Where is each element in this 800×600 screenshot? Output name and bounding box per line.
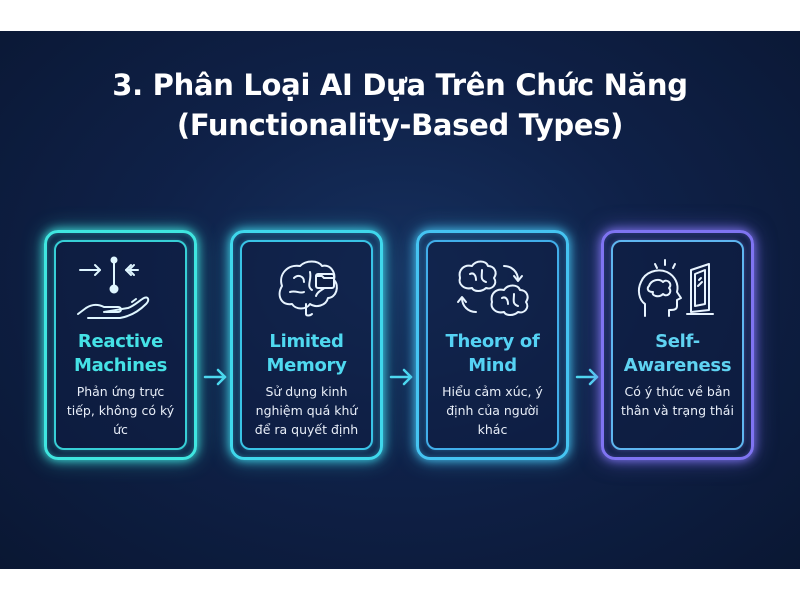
card-title-line: Self- — [655, 331, 700, 352]
card-outer-border — [230, 230, 383, 460]
card-desc-line: để ra quyết định — [254, 422, 359, 437]
card-title-line: Awareness — [623, 355, 732, 376]
card-outer-border — [601, 230, 754, 460]
infographic-panel: 3. Phân Loại AI Dựa Trên Chức Năng (Func… — [0, 31, 800, 569]
card-inner-border — [426, 240, 559, 450]
arrow-right-icon — [203, 368, 227, 386]
card-desc-line: Sử dụng kinh — [265, 384, 348, 399]
arrow-right-icon — [389, 368, 413, 386]
reactive-hand-arrows-icon — [77, 256, 150, 319]
card-title: Limited Memory — [242, 330, 371, 378]
card-title-line: Memory — [266, 355, 347, 376]
card-desc-line: Hiểu cảm xúc, ý — [442, 384, 543, 399]
card-desc-line: Phản ứng trực — [76, 384, 165, 399]
card-desc-line: nghiệm quá khứ — [255, 403, 358, 418]
title-line-2: (Functionality-Based Types) — [176, 108, 624, 142]
card-limited-memory: Limited Memory Sử dụng kinh nghiệm quá k… — [230, 230, 383, 460]
card-title: Theory of Mind — [428, 330, 557, 378]
card-description: Có ý thức về bản thân và trạng thái — [615, 382, 740, 420]
card-description: Hiểu cảm xúc, ý định của người khác — [430, 382, 555, 439]
card-title-line: Machines — [73, 355, 168, 376]
card-title-line: Limited — [269, 331, 344, 352]
two-brains-cycle-icon — [457, 260, 529, 316]
card-desc-line: ức — [113, 422, 128, 437]
card-title: Reactive Machines — [56, 330, 185, 378]
card-inner-border — [54, 240, 187, 450]
card-outer-border — [44, 230, 197, 460]
card-desc-line: Có ý thức về bản — [624, 384, 731, 399]
card-desc-line: định của người — [446, 403, 539, 418]
card-outer-border — [416, 230, 569, 460]
card-description: Phản ứng trực tiếp, không có ký ức — [58, 382, 183, 439]
card-title-line: Mind — [468, 355, 517, 376]
head-mirror-icon — [637, 259, 714, 317]
card-theory-of-mind: Theory of Mind Hiểu cảm xúc, ý định của … — [416, 230, 569, 460]
card-self-awareness: Self- Awareness Có ý thức về bản thân và… — [601, 230, 754, 460]
card-desc-line: khác — [477, 422, 508, 437]
arrow-right-icon — [575, 368, 599, 386]
page-title: 3. Phân Loại AI Dựa Trên Chức Năng (Func… — [0, 65, 800, 145]
card-inner-border — [240, 240, 373, 450]
card-reactive-machines: Reactive Machines Phản ứng trực tiếp, kh… — [44, 230, 197, 460]
title-line-1: 3. Phân Loại AI Dựa Trên Chức Năng — [112, 68, 688, 102]
card-title-line: Theory of — [445, 331, 540, 352]
card-title: Self- Awareness — [613, 330, 742, 378]
card-desc-line: tiếp, không có ký — [66, 403, 175, 418]
brain-folder-icon — [278, 260, 338, 317]
card-desc-line: thân và trạng thái — [621, 403, 734, 418]
card-inner-border — [611, 240, 744, 450]
card-description: Sử dụng kinh nghiệm quá khứ để ra quyết … — [244, 382, 369, 439]
card-title-line: Reactive — [77, 331, 164, 352]
